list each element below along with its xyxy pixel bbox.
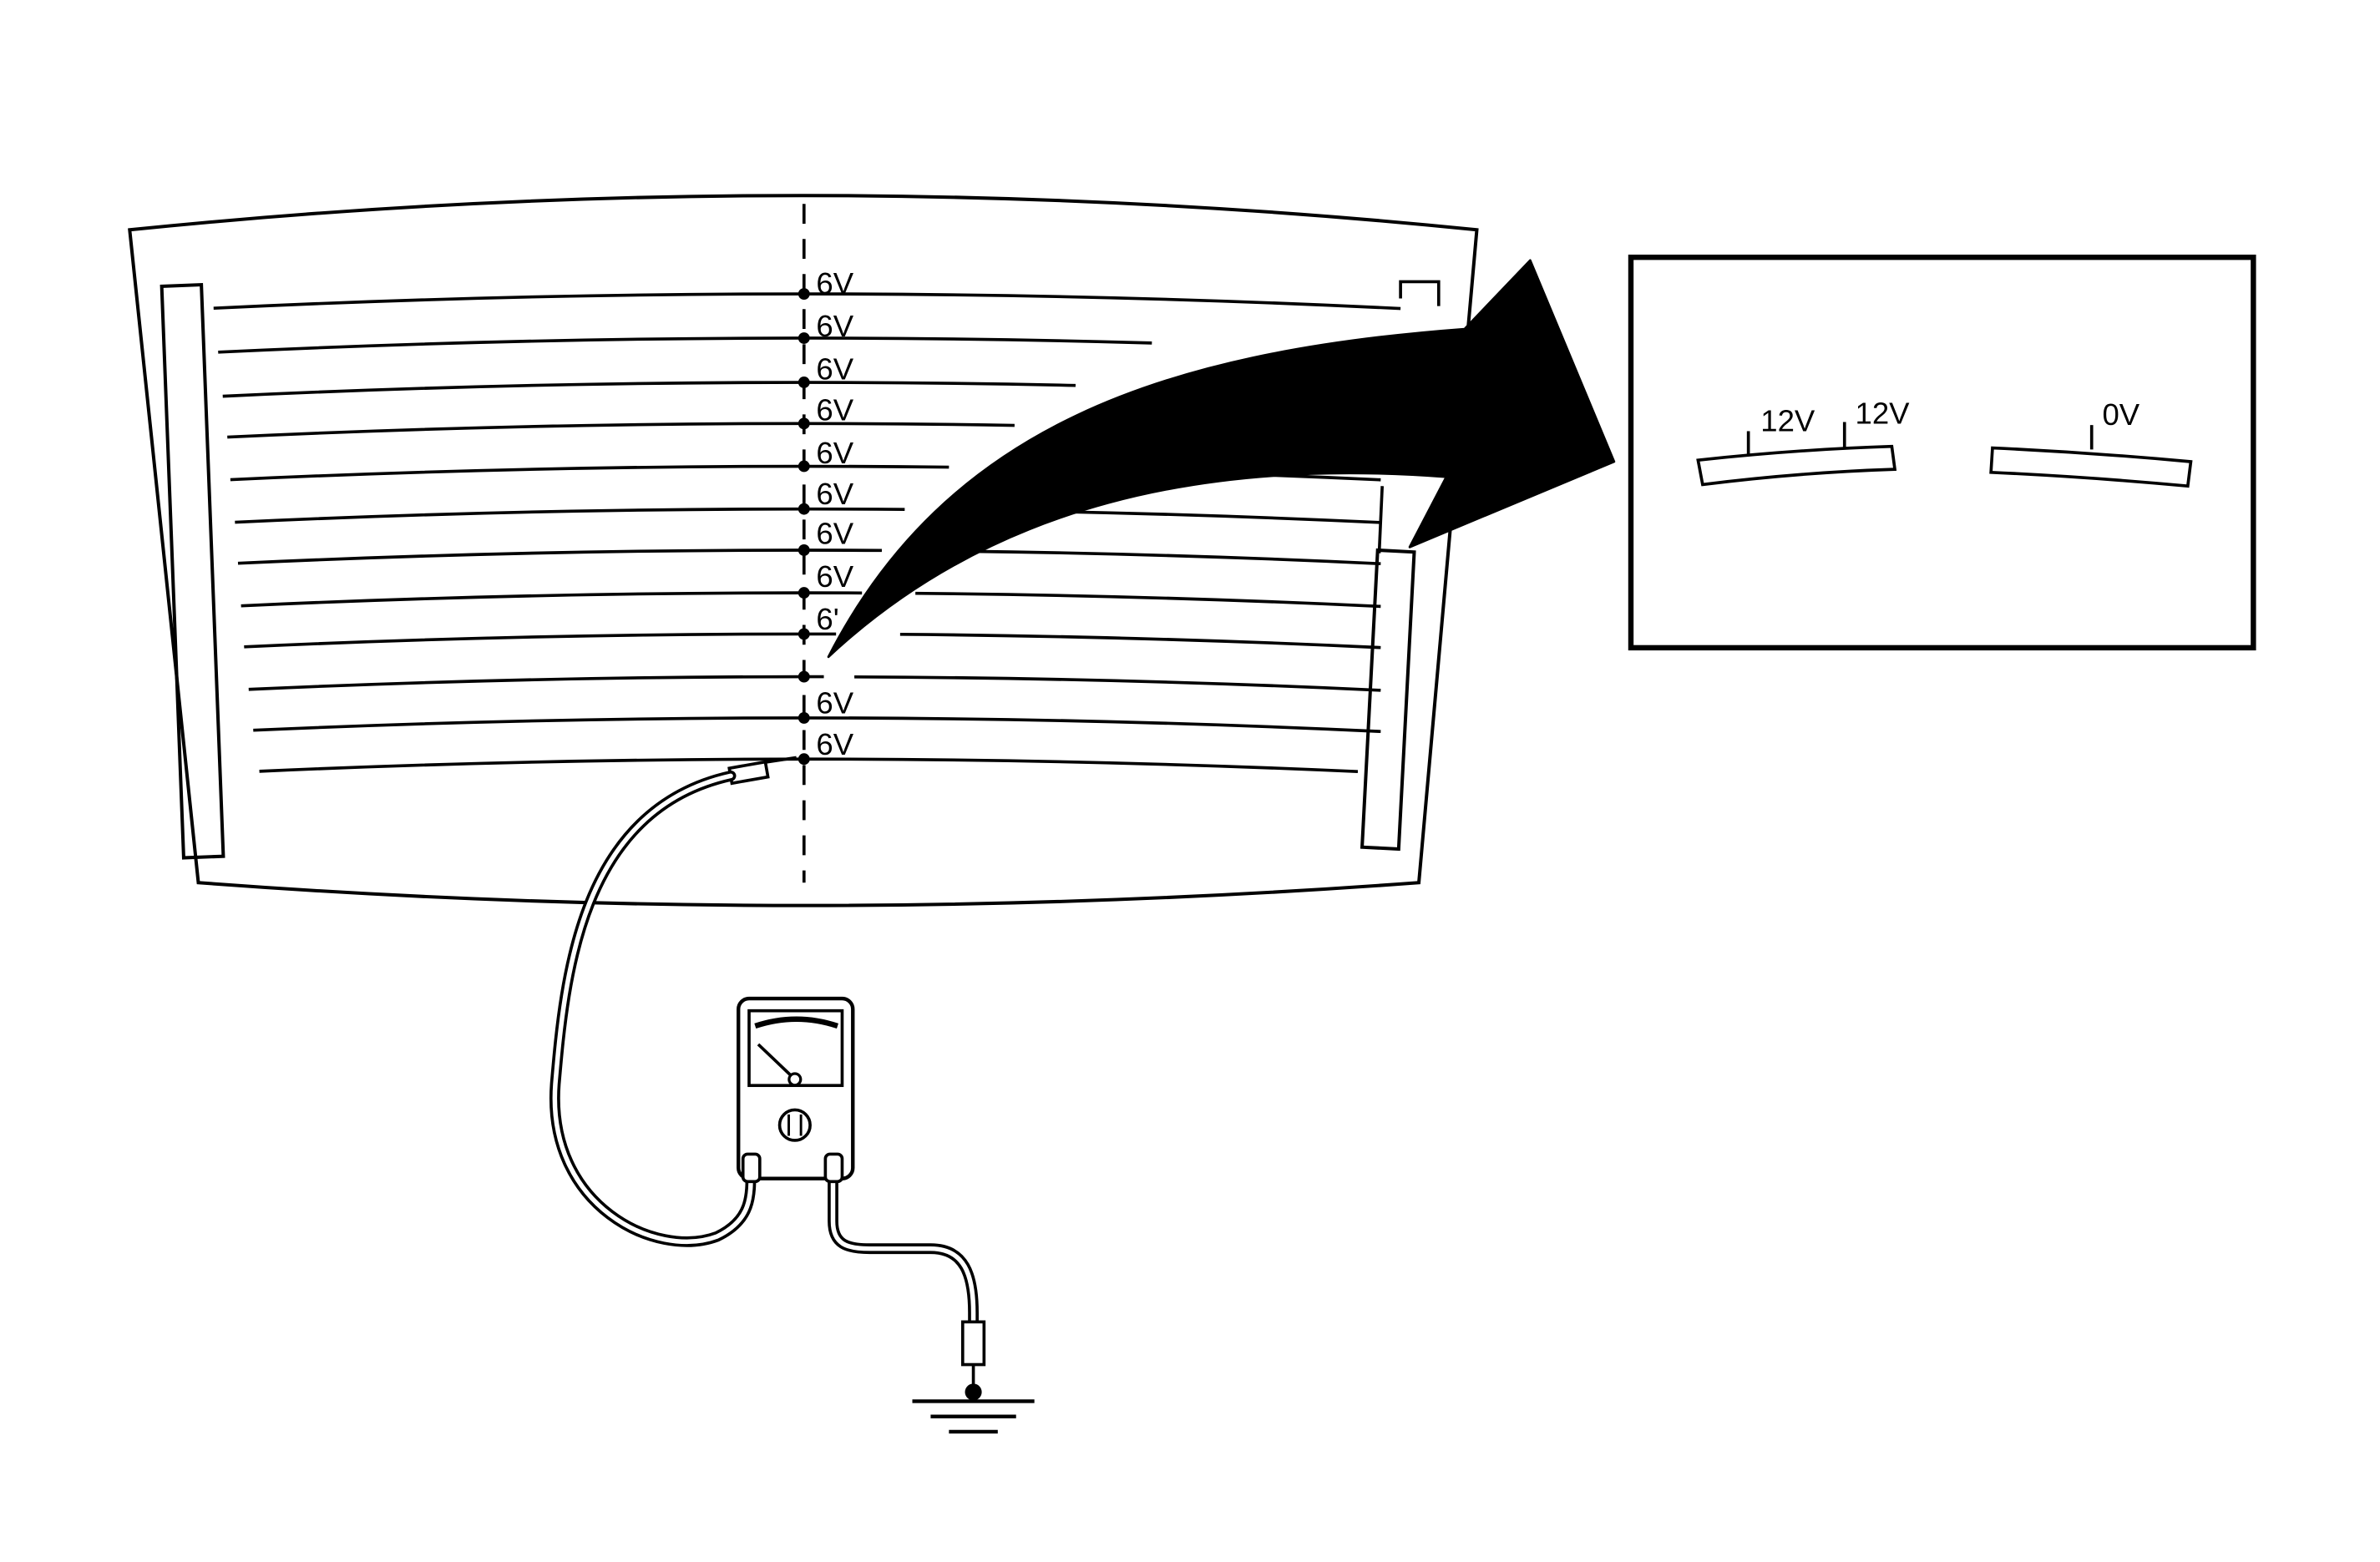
heater-grid-line [899, 632, 1381, 650]
ground-symbol-icon [912, 1399, 1035, 1434]
left-bus-bar [160, 282, 225, 860]
ground-probe [960, 1320, 986, 1401]
voltmeter-pivot [787, 1072, 803, 1087]
heater-grid-lines [213, 292, 1401, 774]
voltage-label-8: 6V [816, 559, 853, 594]
measurement-dot [798, 670, 810, 683]
heater-grid-line [222, 381, 1076, 398]
heater-grid-line [241, 591, 863, 608]
probe-lead-wire-outer [549, 770, 757, 1247]
heater-grid-line [960, 549, 1381, 566]
heater-grid-line [244, 632, 837, 649]
measurement-dot [798, 288, 810, 300]
inset-detail: 12V 12V 0V [1628, 254, 2256, 651]
voltage-label-1: 6V [816, 266, 853, 301]
probe-tip [727, 756, 797, 786]
heater-grid-line [1030, 509, 1381, 524]
voltage-label-7: 6V [816, 517, 853, 551]
voltage-label-4: 6V [816, 393, 853, 427]
voltmeter-knob[interactable] [777, 1108, 812, 1142]
measurement-dot [798, 628, 810, 640]
measurement-dot [798, 503, 810, 515]
zoom-arrow-icon [827, 259, 1616, 659]
voltmeter-scale [754, 1016, 838, 1029]
measurement-dot [798, 587, 810, 599]
voltage-labels: 6V 6V 6V 6V 6V 6V 6V 6V 6' 6V 6V [816, 266, 853, 761]
voltage-label-5: 6V [816, 436, 853, 470]
ground-lead-wire-outer [828, 1155, 979, 1331]
heater-grid-line [230, 464, 949, 482]
heater-grid-line [248, 675, 824, 691]
inset-left-label-b: 12V [1856, 396, 1911, 430]
measurement-dot [798, 417, 810, 430]
inset-left-grid-segment [1696, 444, 1897, 487]
voltmeter-icon [737, 996, 855, 1184]
measurement-dot [798, 332, 810, 344]
inset-right-label: 0V [2103, 397, 2140, 432]
inset-box [1628, 254, 2256, 651]
voltage-label-11: 6V [816, 685, 853, 720]
voltage-label-6: 6V [816, 477, 853, 511]
measurement-dot [798, 377, 810, 388]
heater-grid-line [218, 336, 1152, 354]
voltage-label-3: 6V [816, 351, 853, 386]
heater-grid-line [227, 422, 1015, 439]
inset-left-label-a: 12V [1760, 403, 1815, 437]
right-bus-edge [1377, 486, 1385, 554]
voltage-label-2: 6V [816, 309, 853, 343]
heater-grid-line [854, 675, 1381, 692]
heater-grid-line [915, 591, 1381, 609]
measurement-dot [798, 460, 810, 473]
voltmeter-needle [757, 1043, 793, 1078]
heater-grid-line [253, 716, 1381, 734]
rear-window-glass [128, 194, 1479, 907]
voltage-label-9: 6' [816, 602, 838, 636]
measurement-points [798, 288, 810, 766]
measurement-dot [798, 544, 810, 556]
right-bus-terminal [1399, 280, 1441, 306]
voltmeter-jack-right [823, 1152, 844, 1184]
heater-grid-line [237, 548, 882, 565]
measurement-dot [798, 753, 810, 766]
voltmeter-jack-left [741, 1152, 762, 1184]
probe-lead-wire-inner [552, 773, 753, 1245]
voltage-label-12: 6V [816, 727, 853, 761]
inset-right-grid-segment [1989, 446, 2193, 488]
measurement-dot [798, 711, 810, 724]
right-bus-bar [1360, 548, 1416, 852]
ground-lead-wire-inner [830, 1157, 976, 1327]
